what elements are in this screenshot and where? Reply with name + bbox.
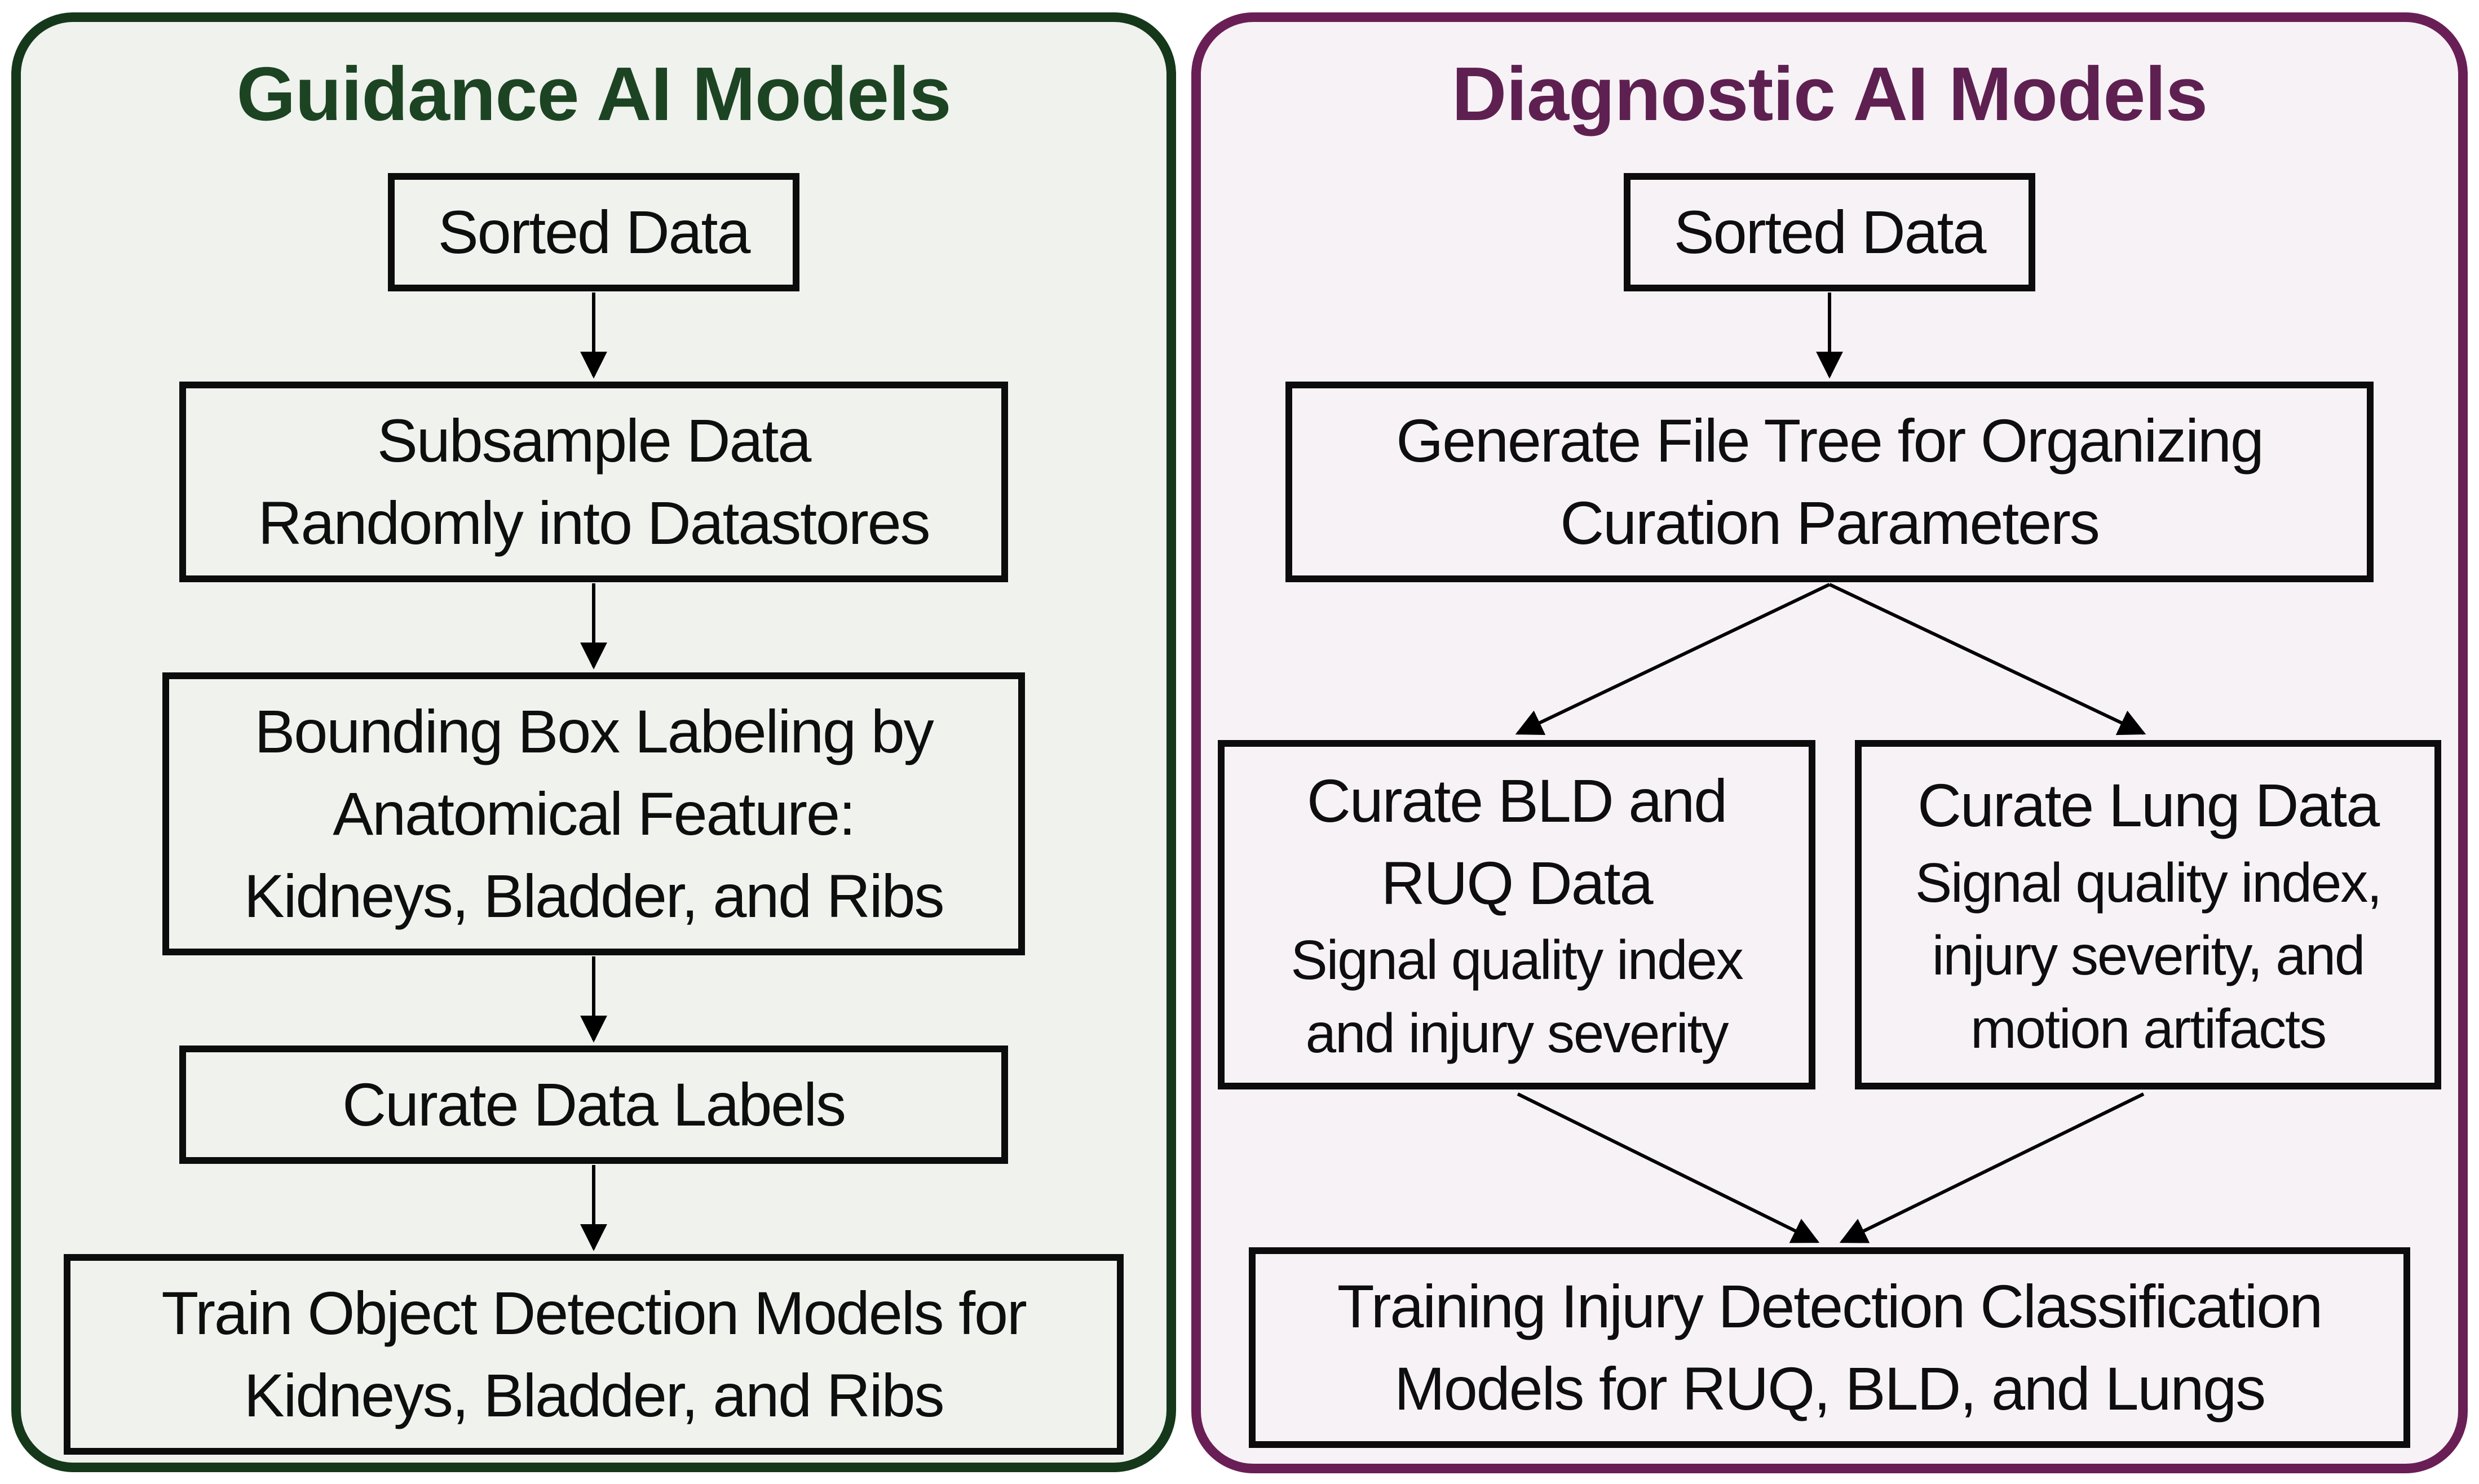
diagnostic-panel-title: Diagnostic AI Models	[1451, 51, 2208, 136]
node-curate-bld-ruq: Curate BLD and RUQ Data Signal quality i…	[1218, 740, 1815, 1089]
arrow-down-icon	[580, 1165, 607, 1251]
diagnostic-panel: Diagnostic AI Models Sorted Data Generat…	[1191, 12, 2468, 1473]
curate-bld-ruq-heading: Curate BLD and RUQ Data	[1306, 766, 1727, 917]
arrow-down-icon	[580, 293, 607, 379]
node-curate-data-labels: Curate Data Labels	[179, 1046, 1008, 1164]
node-sorted-data: Sorted Data	[388, 173, 799, 291]
arrow-down-icon	[580, 956, 607, 1043]
node-curate-lung: Curate Lung Data Signal quality index, i…	[1855, 740, 2441, 1089]
arrow-split-icon	[1515, 583, 2146, 736]
guidance-panel: Guidance AI Models Sorted Data Subsample…	[11, 12, 1176, 1472]
curate-bld-ruq-body: Signal quality index and injury severity	[1291, 929, 1743, 1064]
arrow-merge-icon	[1517, 1092, 2145, 1243]
guidance-flow: Sorted Data Subsample Data Randomly into…	[64, 173, 1124, 1455]
node-train-object-detection: Train Object Detection Models for Kidney…	[64, 1254, 1124, 1455]
curate-row: Curate BLD and RUQ Data Signal quality i…	[1218, 740, 2441, 1089]
node-sorted-data: Sorted Data	[1624, 173, 2035, 291]
diagnostic-flow: Sorted Data Generate File Tree for Organ…	[1201, 173, 2458, 1448]
node-training-injury-detection: Training Injury Detection Classification…	[1249, 1247, 2410, 1448]
node-subsample-data: Subsample Data Randomly into Datastores	[179, 382, 1008, 582]
curate-lung-body: Signal quality index, injury severity, a…	[1915, 851, 2382, 1060]
guidance-panel-title: Guidance AI Models	[236, 51, 951, 136]
node-generate-file-tree: Generate File Tree for Organizing Curati…	[1285, 382, 2374, 582]
node-bounding-box-labeling: Bounding Box Labeling by Anatomical Feat…	[162, 672, 1025, 955]
arrow-down-icon	[1816, 293, 1843, 379]
arrow-down-icon	[580, 583, 607, 670]
curate-lung-heading: Curate Lung Data	[1917, 771, 2380, 840]
